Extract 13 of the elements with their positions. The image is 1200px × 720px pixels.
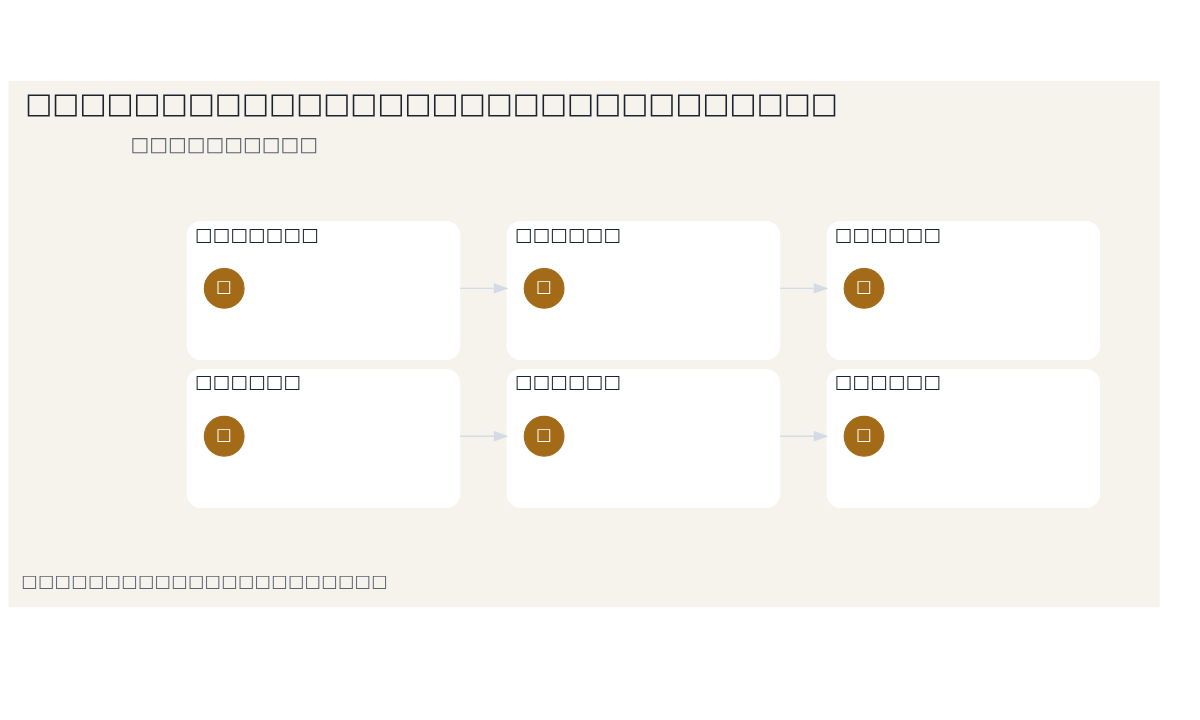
node-circle: □ bbox=[843, 268, 885, 309]
arrow bbox=[459, 283, 509, 294]
arrow bbox=[779, 283, 829, 294]
node-circle: □ bbox=[523, 268, 565, 309]
node-circle: □ bbox=[843, 415, 885, 457]
node-circle: □ bbox=[203, 415, 245, 457]
label: □□□□□□□□□□ bbox=[130, 132, 318, 156]
diagram-title: □□□□□□□□□□□□□□□□□□□□□□□□□□□□□□ bbox=[25, 85, 838, 120]
node-circle: □ bbox=[523, 415, 565, 457]
arrow bbox=[459, 431, 509, 442]
arrow bbox=[779, 431, 829, 442]
node-circle: □ bbox=[203, 268, 245, 309]
caption: □□□□□□□□□□□□□□□□□□□□□□ bbox=[20, 571, 388, 592]
